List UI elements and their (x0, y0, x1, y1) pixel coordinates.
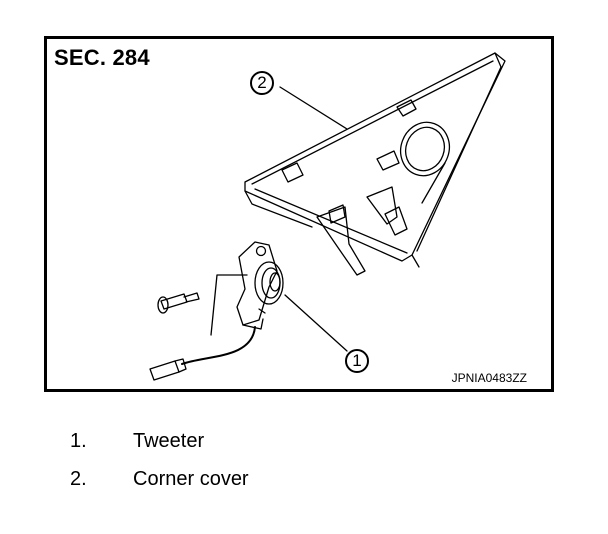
legend-number: 1. (70, 430, 87, 452)
exploded-view-drawing (149, 52, 506, 381)
tweeter-drawing (210, 241, 284, 336)
legend-number: 2. (70, 468, 87, 490)
corner-cover-drawing (244, 52, 506, 276)
reference-code: JPNIA0483ZZ (451, 371, 527, 385)
legend-label: Corner cover (133, 468, 249, 490)
diagram-frame: SEC. 284 (44, 36, 554, 392)
legend-label: Tweeter (133, 430, 205, 452)
callout-2: 2 (250, 71, 274, 95)
harness-drawing (149, 326, 256, 381)
section-title: SEC. 284 (54, 45, 150, 70)
leader-line-1 (284, 294, 348, 352)
screw-drawing (157, 292, 200, 314)
leader-line-2 (279, 86, 348, 130)
callout-1: 1 (345, 349, 369, 373)
